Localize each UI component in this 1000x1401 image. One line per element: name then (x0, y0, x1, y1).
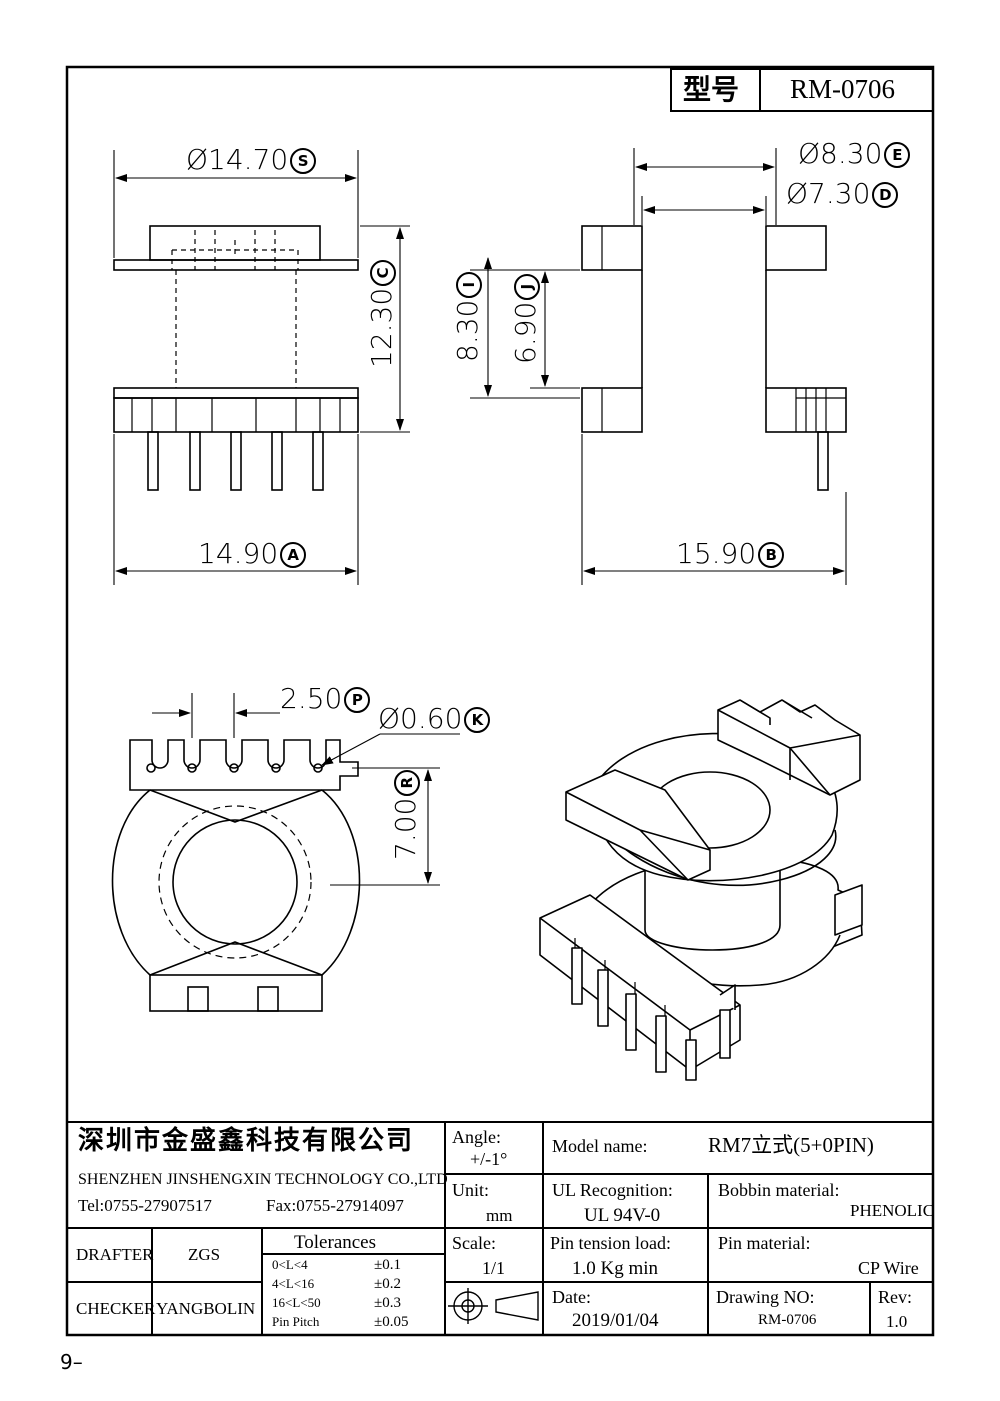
bobbin-label: Bobbin material: (718, 1180, 840, 1200)
dimension-s-badge: S (290, 148, 317, 174)
tolerance-value-3: ±0.3 (374, 1295, 401, 1311)
dimension-s-value: Ø14.70 (186, 143, 289, 176)
dimension-r-badge: R (394, 769, 420, 796)
date-label: Date: (552, 1287, 591, 1307)
dimension-i-badge: I (456, 271, 482, 298)
dimension-r: 7.00R (389, 769, 422, 860)
model-code-box (670, 68, 934, 112)
front-view-dimensions (113, 150, 410, 585)
drawing-border (65, 65, 935, 1337)
checker-label: CHECKER (76, 1299, 156, 1318)
drawing-no-label: Drawing NO: (716, 1287, 815, 1307)
tolerance-range-2: 4<L<16 (272, 1276, 315, 1291)
bobbin-value: PHENOLIC (850, 1201, 935, 1220)
pin-tension-value: 1.0 Kg min (572, 1258, 659, 1279)
company-tel: Tel:0755-27907517 (78, 1196, 212, 1215)
isometric-view (539, 699, 863, 1081)
dimension-i: 8.30I (451, 271, 484, 362)
dimension-r-value: 7.00 (389, 797, 422, 860)
dimension-a-badge: A (280, 542, 307, 568)
unit-value: mm (486, 1206, 513, 1225)
dimension-e-value: Ø8.30 (798, 137, 883, 170)
dimension-j: 6.90J (509, 273, 542, 364)
ul-value: UL 94V-0 (584, 1205, 661, 1226)
title-block-grid (67, 1121, 933, 1335)
projection-symbol (448, 1288, 539, 1324)
dimension-p-badge: P (344, 687, 371, 713)
dimension-c-value: 12.30 (365, 287, 398, 368)
tolerance-value-1: ±0.1 (374, 1257, 401, 1273)
dimension-k-badge: K (464, 707, 491, 733)
dimension-b-value: 15.90 (676, 537, 757, 570)
model-name-label: Model name: (552, 1136, 648, 1156)
page-number: 9– (60, 1350, 83, 1374)
model-name-value: RM7立式(5+0PIN) (708, 1133, 874, 1157)
dimension-a-value: 14.90 (198, 537, 279, 570)
model-code: RM-0706 (790, 74, 896, 104)
dimension-d-value: Ø7.30 (786, 177, 871, 210)
side-view-dimensions (470, 148, 847, 585)
model-label: 型号 (683, 73, 740, 106)
dimension-c: 12.30C (365, 259, 398, 368)
company-name-en: SHENZHEN JINSHENGXIN TECHNOLOGY CO.,LTD (78, 1171, 448, 1188)
company-name-cn: 深圳市金盛鑫科技有限公司 (78, 1126, 415, 1155)
angle-label: Angle: (452, 1127, 501, 1147)
date-value: 2019/01/04 (572, 1310, 659, 1331)
dimension-e-badge: E (884, 142, 911, 168)
dimension-b-badge: B (758, 542, 785, 568)
dimension-j-value: 6.90 (509, 301, 542, 364)
dimension-d-badge: D (872, 182, 899, 208)
tolerance-value-2: ±0.2 (374, 1276, 401, 1292)
scale-value: 1/1 (482, 1258, 506, 1278)
side-view (581, 225, 847, 491)
tolerance-range-4: Pin Pitch (272, 1314, 320, 1329)
dimension-p-value: 2.50 (280, 682, 343, 715)
company-fax: Fax:0755-27914097 (266, 1196, 404, 1215)
pin-tension-label: Pin tension load: (550, 1233, 671, 1253)
bottom-view-dimensions (152, 693, 460, 886)
pin-material-label: Pin material: (718, 1233, 811, 1253)
tolerance-value-4: ±0.05 (374, 1314, 409, 1330)
drafter-name: ZGS (188, 1245, 221, 1264)
ul-label: UL Recognition: (552, 1180, 673, 1200)
bottom-view (111, 739, 361, 1012)
tolerance-range-3: 16<L<50 (272, 1295, 321, 1310)
dimension-k-value: Ø0.60 (378, 702, 463, 735)
pin-material-value: CP Wire (858, 1258, 919, 1278)
rev-label: Rev: (878, 1287, 912, 1307)
scale-label: Scale: (452, 1233, 496, 1253)
dimension-j-badge: J (514, 273, 540, 300)
drafter-label: DRAFTER (76, 1245, 154, 1264)
checker-name: YANGBOLIN (156, 1299, 256, 1318)
dimension-i-value: 8.30 (451, 299, 484, 362)
angle-value: +/-1° (470, 1149, 508, 1169)
unit-label: Unit: (452, 1180, 490, 1200)
front-view (113, 225, 359, 491)
tolerance-range-1: 0<L<4 (272, 1257, 308, 1272)
rev-value: 1.0 (886, 1312, 908, 1331)
drawing-no-value: RM-0706 (758, 1312, 817, 1328)
tolerances-title: Tolerances (294, 1232, 377, 1253)
dimension-c-badge: C (370, 259, 396, 286)
